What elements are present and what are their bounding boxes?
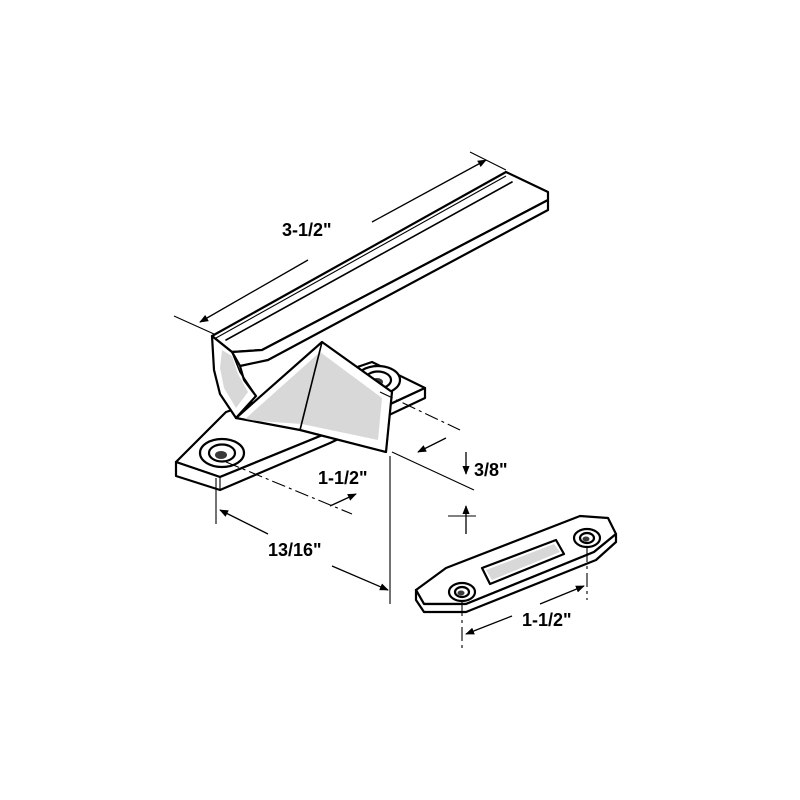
arm-groove-line	[225, 181, 513, 341]
body-centerline-right	[379, 391, 461, 431]
dim-handle-ext-left	[173, 315, 215, 335]
keeper-side	[414, 532, 618, 614]
dim-body-spacing-arrow-left	[329, 493, 357, 507]
dim-body-height-label: 3/8"	[474, 460, 508, 480]
dim-body-height: 3/8"	[391, 451, 508, 534]
dim-handle-line-b	[371, 159, 487, 223]
body-left-hole-shadow	[215, 451, 227, 459]
dim-handle-offset-label: 13/16"	[268, 540, 322, 560]
arm-edge-line	[215, 175, 507, 339]
dim-handle-offset: 13/16"	[215, 456, 391, 604]
keeper-left-hole-shadow	[457, 590, 465, 596]
dim-keeper-spacing-arrow-right	[539, 585, 585, 605]
dim-keeper-hole-spacing-label: 1-1/2"	[522, 610, 572, 630]
handle-arm	[210, 170, 550, 420]
dim-handle-line-a	[199, 259, 309, 323]
arm-side	[230, 198, 550, 368]
arm-tip	[505, 171, 549, 211]
housing-shadow	[244, 352, 382, 440]
dim-height-ext-top	[391, 451, 475, 491]
keeper-plate	[414, 514, 618, 614]
housing-right-edge	[321, 341, 393, 453]
base-plate-side	[174, 386, 427, 492]
dim-handle-length-label: 3-1/2"	[282, 220, 332, 240]
housing-ridge	[299, 341, 323, 431]
dim-body-hole-spacing-label: 1-1/2"	[318, 468, 368, 488]
dim-handle-length: 3-1/2"	[173, 151, 507, 335]
arm-drop-shade	[220, 350, 248, 408]
arm-top	[210, 170, 550, 354]
dim-body-hole-spacing: 1-1/2"	[318, 437, 447, 507]
dim-handle-ext-right	[469, 151, 507, 171]
latch-body	[174, 340, 427, 492]
dim-offset-line-a	[219, 509, 269, 535]
dim-offset-line-b	[331, 565, 389, 591]
arm-drop-inner	[231, 351, 257, 397]
keeper-right-hole-shadow	[582, 536, 590, 542]
dim-keeper-hole-spacing: 1-1/2"	[461, 548, 588, 652]
keeper-slot-shade	[486, 544, 560, 580]
dim-body-spacing-arrow-right	[417, 437, 447, 453]
dim-keeper-spacing-arrow-left	[465, 615, 513, 635]
